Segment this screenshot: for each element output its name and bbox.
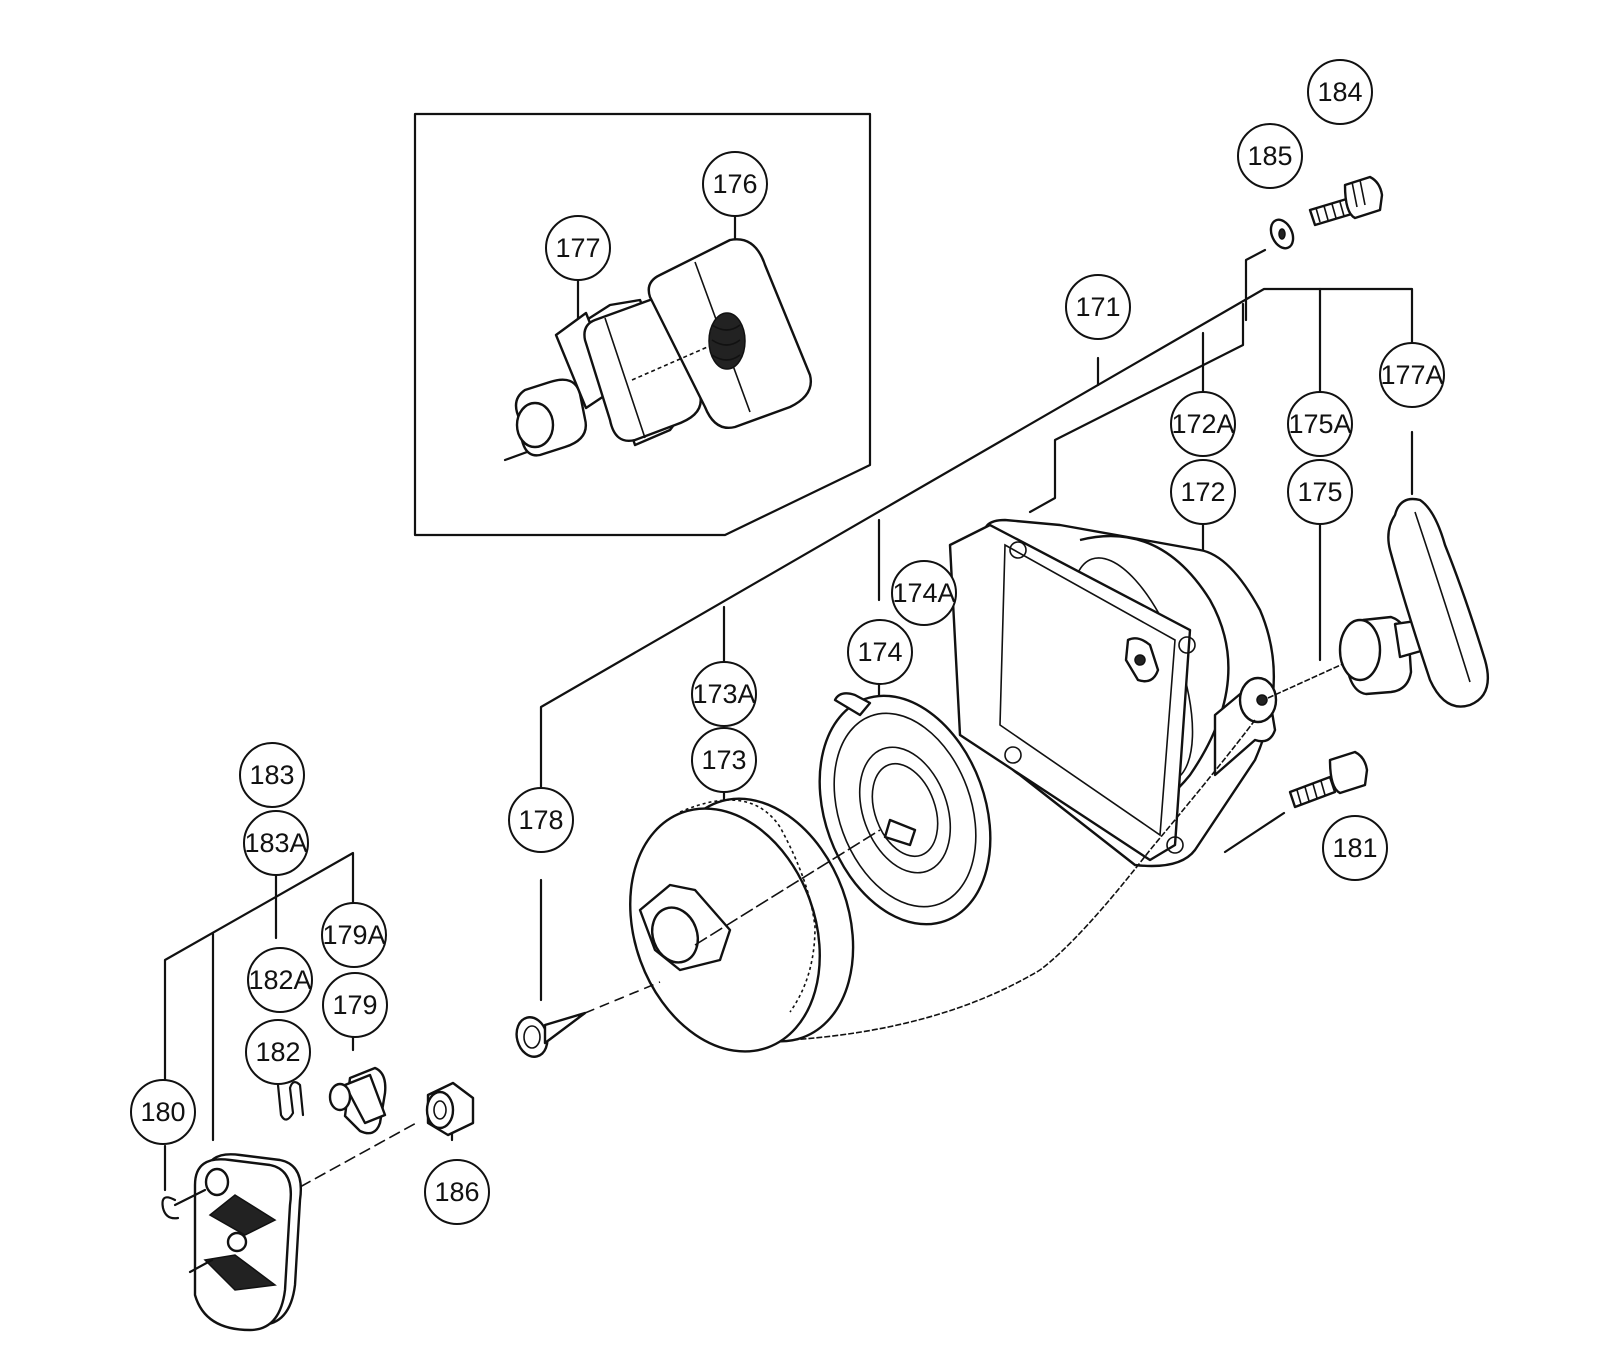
callout-174A: 174A bbox=[891, 560, 957, 626]
svg-text:171: 171 bbox=[1075, 292, 1120, 322]
callout-181: 181 bbox=[1322, 815, 1388, 881]
svg-text:175A: 175A bbox=[1288, 409, 1351, 439]
callout-182A: 182A bbox=[247, 947, 313, 1013]
svg-text:178: 178 bbox=[518, 805, 563, 835]
spring-182 bbox=[276, 1081, 305, 1121]
callout-175A: 175A bbox=[1287, 391, 1353, 457]
svg-text:179: 179 bbox=[332, 990, 377, 1020]
spring-cassette bbox=[818, 692, 992, 926]
svg-text:182: 182 bbox=[255, 1037, 300, 1067]
starter-handle bbox=[1338, 497, 1490, 708]
callout-172: 172 bbox=[1170, 459, 1236, 525]
callout-171: 171 bbox=[1065, 274, 1131, 340]
callout-175: 175 bbox=[1287, 459, 1353, 525]
washer-185 bbox=[1269, 218, 1295, 250]
callout-179: 179 bbox=[322, 972, 388, 1038]
bolt-184 bbox=[1308, 175, 1384, 227]
svg-text:173: 173 bbox=[701, 745, 746, 775]
callout-182: 182 bbox=[245, 1019, 311, 1085]
svg-text:180: 180 bbox=[140, 1097, 185, 1127]
svg-text:183: 183 bbox=[249, 760, 294, 790]
center-bolt-178 bbox=[515, 981, 661, 1058]
callout-183A: 183A bbox=[243, 810, 309, 876]
svg-text:182A: 182A bbox=[248, 965, 311, 995]
callout-183: 183 bbox=[239, 742, 305, 808]
callout-173: 173 bbox=[691, 727, 757, 793]
callout-176: 176 bbox=[702, 151, 768, 217]
callout-172A: 172A bbox=[1170, 391, 1236, 457]
svg-text:172A: 172A bbox=[1171, 409, 1234, 439]
bolt-181 bbox=[1288, 750, 1369, 809]
callout-177: 177 bbox=[545, 215, 611, 281]
svg-text:173A: 173A bbox=[692, 679, 755, 709]
callout-186: 186 bbox=[424, 1159, 490, 1225]
inset-handle-detail bbox=[503, 238, 812, 462]
callout-184: 184 bbox=[1307, 59, 1373, 125]
callout-173A: 173A bbox=[691, 661, 757, 727]
svg-text:185: 185 bbox=[1247, 141, 1292, 171]
svg-text:175: 175 bbox=[1297, 477, 1342, 507]
ratchet-179 bbox=[328, 1066, 387, 1135]
svg-text:179A: 179A bbox=[322, 920, 385, 950]
starter-housing bbox=[948, 518, 1278, 868]
svg-text:184: 184 bbox=[1317, 77, 1362, 107]
callout-178: 178 bbox=[508, 787, 574, 853]
callout-179A: 179A bbox=[321, 902, 387, 968]
callout-174: 174 bbox=[847, 619, 913, 685]
svg-text:177: 177 bbox=[555, 233, 600, 263]
svg-text:177A: 177A bbox=[1380, 360, 1443, 390]
svg-text:186: 186 bbox=[434, 1177, 479, 1207]
callout-185: 185 bbox=[1237, 123, 1303, 189]
callout-177A: 177A bbox=[1379, 342, 1445, 408]
svg-text:176: 176 bbox=[712, 169, 757, 199]
nut-186 bbox=[425, 1081, 475, 1137]
rope-pulley bbox=[629, 797, 881, 1053]
leader-lines bbox=[163, 210, 1414, 1192]
svg-text:172: 172 bbox=[1180, 477, 1225, 507]
detail-inset-frame bbox=[413, 112, 872, 537]
starter-pulley-plate bbox=[188, 1121, 419, 1332]
e-clip-180 bbox=[161, 1188, 207, 1220]
svg-text:183A: 183A bbox=[244, 828, 307, 858]
callout-180: 180 bbox=[130, 1079, 196, 1145]
svg-text:174A: 174A bbox=[892, 578, 955, 608]
svg-text:174: 174 bbox=[857, 637, 902, 667]
svg-text:181: 181 bbox=[1332, 833, 1377, 863]
